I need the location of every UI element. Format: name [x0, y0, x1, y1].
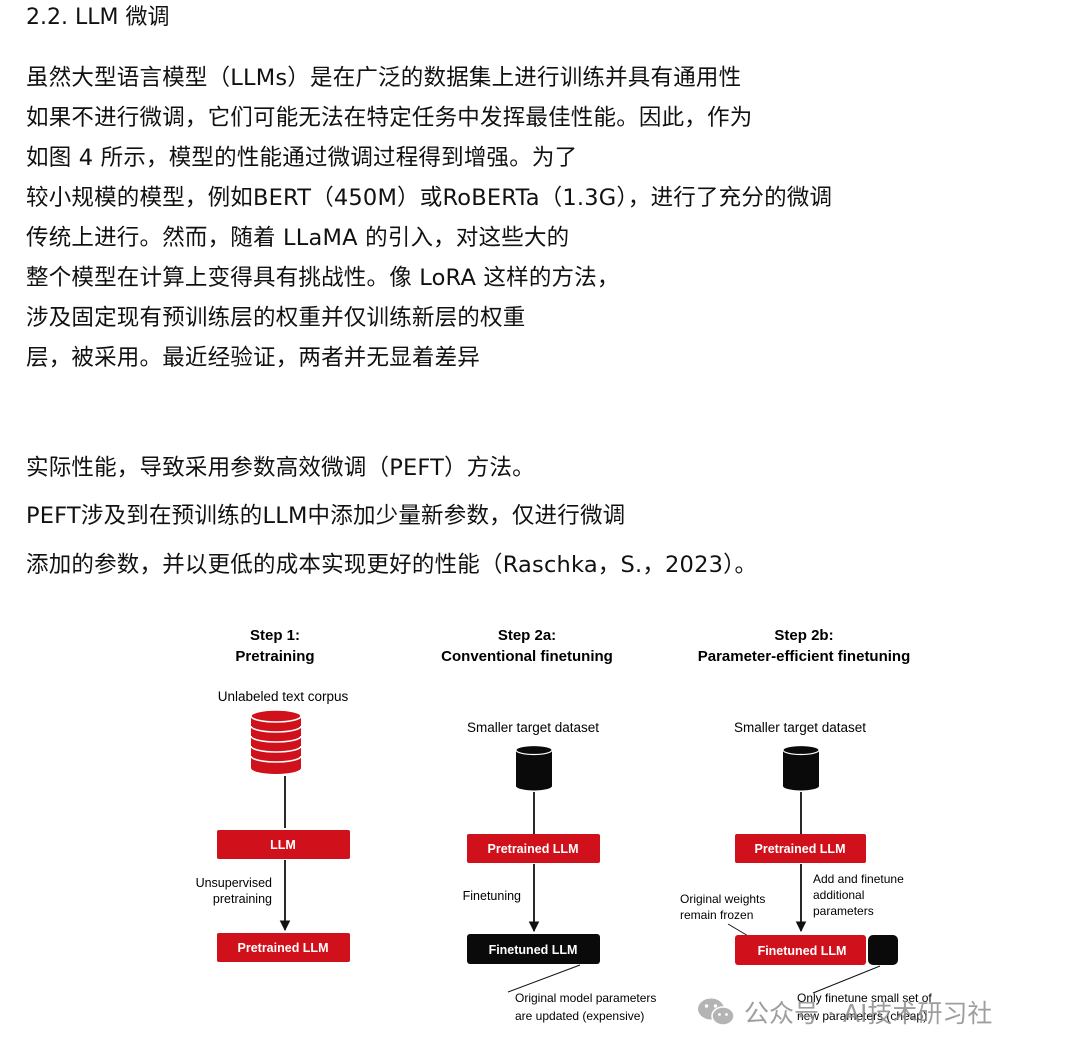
finetuned-llm-box: [467, 934, 600, 964]
frozen-weights-note: remain frozen: [680, 908, 753, 922]
paragraph-line: 如图 4 所示，模型的性能通过微调过程得到增强。为了: [26, 145, 578, 171]
step2a-title: Step 2a:: [498, 627, 556, 644]
callout-line: [507, 964, 581, 993]
add-params-note: additional: [813, 888, 864, 902]
pretrained-llm-box: [467, 834, 600, 863]
paragraph-line: 整个模型在计算上变得具有挑战性。像 LoRA 这样的方法，: [26, 265, 620, 291]
target-dataset-database-icon: [515, 744, 553, 791]
step2a-note: Original model parameters: [515, 991, 656, 1005]
step1-column: Step 1: Pretraining Unlabeled text corpu…: [196, 627, 350, 962]
paragraph-line: 如果不进行微调，它们可能无法在特定任务中发挥最佳性能。因此，作为: [26, 105, 753, 131]
callout-line: [812, 965, 881, 994]
step2a-column: Step 2a: Conventional finetuning Smaller…: [441, 627, 656, 1023]
paragraph-line: 较小规模的模型，例如BERT（450M）或RoBERTa（1.3G），进行了充分…: [26, 185, 833, 211]
step2a-data-label: Smaller target dataset: [467, 720, 599, 735]
section-heading: 2.2. LLM 微调: [26, 5, 170, 30]
step1-arrow-label: Unsupervised: [196, 876, 272, 890]
finetuned-llm-box-label: Finetuned LLM: [489, 943, 578, 957]
paragraph-line: 层，被采用。最近经验证，两者并无显着差异: [26, 345, 481, 371]
target-dataset-database-icon: [782, 744, 820, 791]
new-parameters-block: [868, 935, 898, 965]
step2b-title: Step 2b:: [774, 627, 833, 644]
finetuned-llm-box: [735, 935, 866, 965]
pretrained-llm-box: [217, 933, 350, 962]
step2b-column: Step 2b: Parameter-efficient finetuning …: [680, 627, 932, 1023]
step2b-note: new parameters (cheap): [797, 1009, 927, 1023]
frozen-weights-note: Original weights: [680, 892, 765, 906]
step2a-subtitle: Conventional finetuning: [441, 648, 613, 665]
pretrained-llm-box-label: Pretrained LLM: [755, 842, 846, 856]
step2a-note: are updated (expensive): [515, 1009, 644, 1023]
paragraph-line: 添加的参数，并以更低的成本实现更好的性能（Raschka，S.，2023）。: [26, 552, 758, 578]
add-params-note: Add and finetune: [813, 872, 904, 886]
pretrained-llm-box: [735, 834, 866, 863]
llm-box-label: LLM: [270, 838, 296, 852]
step1-data-label: Unlabeled text corpus: [218, 689, 349, 704]
step2b-subtitle: Parameter-efficient finetuning: [698, 648, 911, 665]
paragraph-line: 虽然大型语言模型（LLMs）是在广泛的数据集上进行训练并具有通用性: [26, 65, 742, 91]
step2a-arrow-label: Finetuning: [463, 889, 521, 903]
wechat-icon: [698, 998, 735, 1026]
paragraph-line: PEFT涉及到在预训练的LLM中添加少量新参数，仅进行微调: [26, 503, 626, 529]
watermark-text: 公众号 · AI技术研习社: [744, 999, 993, 1028]
wechat-watermark: 公众号 · AI技术研习社: [696, 992, 992, 1032]
paragraph-line: 涉及固定现有预训练层的权重并仅训练新层的权重: [26, 305, 526, 331]
llm-box: [217, 830, 350, 859]
step2b-data-label: Smaller target dataset: [734, 720, 866, 735]
text-corpus-database-icon: [250, 709, 302, 774]
step1-title: Step 1:: [250, 627, 300, 644]
pretrained-llm-box-label: Pretrained LLM: [238, 941, 329, 955]
paragraph-line: 传统上进行。然而，随着 LLaMA 的引入，对这些大的: [26, 225, 570, 251]
step2b-note: Only finetune small set of: [797, 991, 932, 1005]
pretrained-llm-box-label: Pretrained LLM: [488, 842, 579, 856]
step1-arrow-label: pretraining: [213, 892, 272, 906]
add-params-note: parameters: [813, 904, 874, 918]
step1-subtitle: Pretraining: [235, 648, 314, 665]
finetuned-llm-box-label: Finetuned LLM: [758, 944, 847, 958]
paragraph-line: 实际性能，导致采用参数高效微调（PEFT）方法。: [26, 455, 535, 481]
